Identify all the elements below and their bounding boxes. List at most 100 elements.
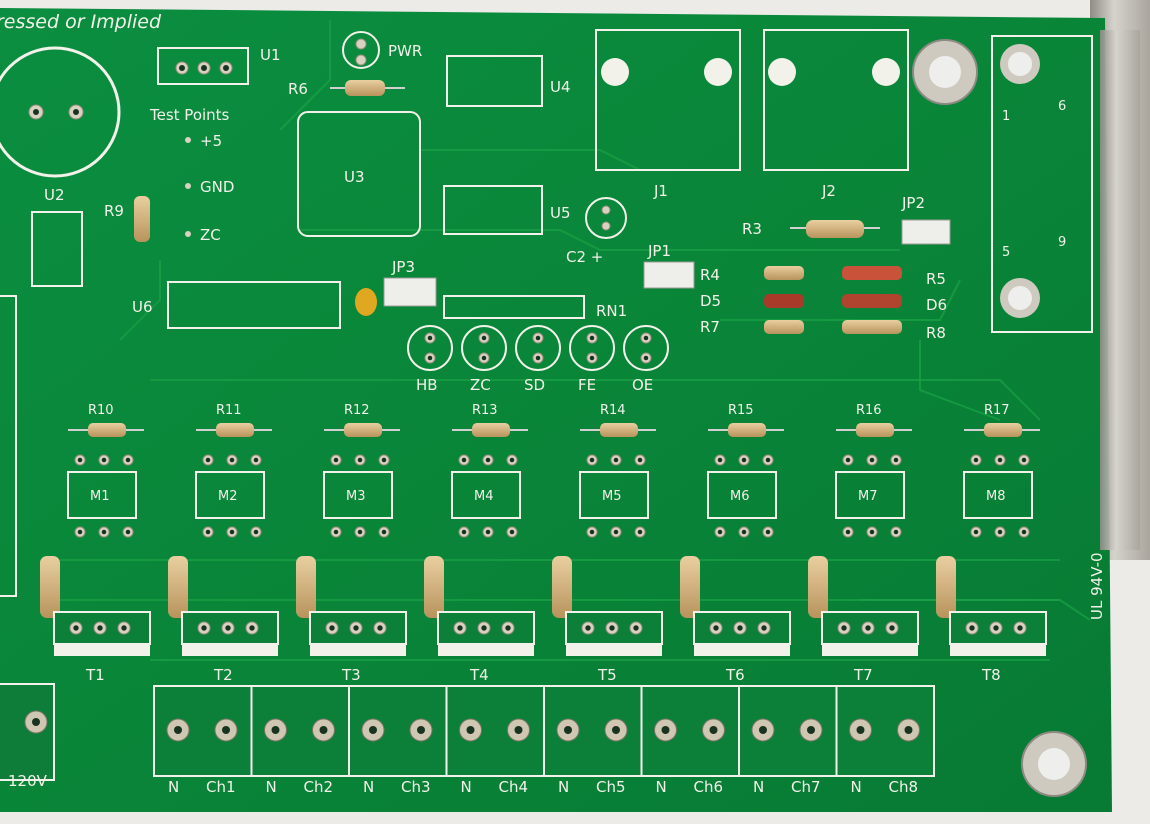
- channel-resistor-label: R15: [728, 403, 754, 418]
- pwr-led: PWR: [342, 31, 422, 69]
- connector-j1: J1: [595, 29, 741, 200]
- terminal-neutral-label: N: [461, 778, 472, 796]
- terminal-neutral-label: N: [753, 778, 764, 796]
- capacitor-c2: C2 +: [566, 197, 627, 266]
- pwr-label: PWR: [388, 42, 422, 60]
- terminal-neutral-label: N: [558, 778, 569, 796]
- r4-label: R4: [700, 266, 720, 284]
- channel-moc-label: M7: [858, 489, 878, 504]
- pin-label-5: 5: [1002, 245, 1010, 260]
- db9-connector: 1 6 9 5: [991, 35, 1093, 333]
- channel-resistor-label: R11: [216, 403, 242, 418]
- channel-triac-label: T4: [469, 666, 489, 684]
- channel-triac-label: T8: [981, 666, 1001, 684]
- u3-ic: U3: [297, 111, 421, 237]
- terminal-neutral-label: N: [168, 778, 179, 796]
- terminal-1: N Ch1: [166, 718, 238, 796]
- led-zc: ZC: [461, 325, 507, 394]
- channel-moc-label: M3: [346, 489, 366, 504]
- u2-label: U2: [44, 186, 65, 204]
- pin-label-6: 6: [1058, 99, 1066, 114]
- terminal-7: N Ch7: [738, 686, 823, 796]
- jp3-label: JP3: [391, 258, 415, 276]
- r3-label: R3: [742, 220, 762, 238]
- terminal-channel-label: Ch8: [889, 778, 919, 796]
- channel-triac-label: T5: [597, 666, 617, 684]
- u6-ic: U6: [132, 281, 377, 329]
- u3-label: U3: [344, 168, 365, 186]
- header-text: ressed or Implied: [0, 11, 162, 33]
- channel-resistor-label: R17: [984, 403, 1010, 418]
- terminal-8: N Ch8: [835, 686, 920, 796]
- ul-mark: UL 94V-0: [1088, 552, 1106, 620]
- power-label: 120V: [8, 772, 48, 790]
- terminal-neutral-label: N: [363, 778, 374, 796]
- channel-moc-label: M4: [474, 489, 494, 504]
- u4-label: U4: [550, 78, 571, 96]
- r5-label: R5: [926, 270, 946, 288]
- tp-plus5-label: +5: [200, 132, 222, 150]
- terminal-6: N Ch6: [640, 686, 725, 796]
- jp1-label: JP1: [647, 242, 671, 260]
- jumper-jp3: JP3: [383, 258, 437, 307]
- terminal-neutral-label: N: [266, 778, 277, 796]
- terminal-channel-label: Ch3: [401, 778, 431, 796]
- terminal-channel-label: Ch4: [499, 778, 529, 796]
- channel-triac-label: T2: [213, 666, 233, 684]
- channel-triac-label: T3: [341, 666, 361, 684]
- u4-ic: U4: [446, 55, 571, 107]
- led-label: OE: [632, 376, 653, 394]
- tp-gnd-label: GND: [200, 178, 234, 196]
- terminal-channel-label: Ch1: [206, 778, 236, 796]
- u2-ic: U2: [31, 186, 83, 287]
- terminal-channel-label: Ch6: [694, 778, 724, 796]
- jp2-label: JP2: [901, 194, 925, 212]
- j1-label: J1: [653, 182, 668, 200]
- channel-moc-label: M2: [218, 489, 238, 504]
- terminal-neutral-label: N: [851, 778, 862, 796]
- jumper-jp1: JP1: [643, 242, 695, 289]
- mounting-hole-top: [912, 39, 978, 105]
- led-sd: SD: [515, 325, 561, 394]
- metal-bracket-front: [1100, 30, 1140, 550]
- terminal-neutral-label: N: [656, 778, 667, 796]
- tp-zc-label: ZC: [200, 226, 221, 244]
- u1-label: U1: [260, 46, 281, 64]
- u6-label: U6: [132, 298, 153, 316]
- led-oe: OE: [623, 325, 669, 394]
- mounting-hole-bottom: [1021, 731, 1087, 797]
- connector-j2: J2: [763, 29, 909, 200]
- resistor-r3: R3: [742, 220, 880, 238]
- r8-label: R8: [926, 324, 946, 342]
- u1-regulator: U1: [157, 46, 281, 85]
- d5-label: D5: [700, 292, 721, 310]
- resistor-r9: R9: [104, 196, 150, 242]
- c2-label: C2 +: [566, 248, 603, 266]
- jumper-jp2: JP2: [901, 194, 951, 245]
- led-hb: HB: [407, 325, 453, 394]
- channel-moc-label: M6: [730, 489, 750, 504]
- small-parts-right: R4 R5 D5 D6 R7 R8: [700, 266, 947, 342]
- resistor-r6: R6: [288, 80, 405, 98]
- u5-ic: U5: [443, 185, 571, 235]
- channel-resistor-label: R12: [344, 403, 370, 418]
- channel-triac-label: T7: [853, 666, 873, 684]
- pin-label-1: 1: [1002, 109, 1010, 124]
- terminal-3: N Ch3: [348, 686, 433, 796]
- led-label: ZC: [470, 376, 491, 394]
- left-connector-outline: [0, 295, 17, 597]
- terminal-channel-label: Ch7: [791, 778, 821, 796]
- channel-moc-label: M5: [602, 489, 622, 504]
- channel-resistor-label: R13: [472, 403, 498, 418]
